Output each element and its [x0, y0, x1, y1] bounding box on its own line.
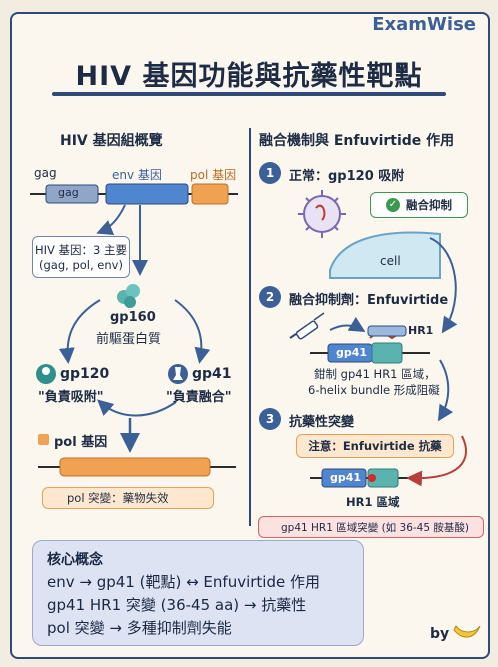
step1-title: 正常：gp120 吸附 — [289, 169, 405, 184]
hr1-label: HR1 — [408, 324, 434, 337]
pol-legend-swatch — [38, 434, 49, 445]
arrow-gp41-to-gp120 — [97, 399, 177, 417]
enfuvirtide-drug — [367, 325, 407, 337]
main-genes-box: HIV 基因：3 主要 (gag, pol, env) — [32, 236, 130, 278]
main-genes-list: (gag, pol, env) — [39, 258, 123, 272]
gag-label: gag — [34, 166, 57, 180]
arrow-gp160-to-gp41 — [174, 299, 211, 364]
arrow-gp160-to-gp120 — [58, 299, 101, 364]
step1-circle — [259, 162, 281, 184]
genome-map — [30, 183, 238, 205]
right-heading: 融合機制與 Enfuvirtide 作用 — [259, 133, 455, 149]
gp120-desc: "負責吸附" — [38, 390, 104, 405]
gp41-desc: "負責融合" — [166, 390, 232, 405]
brand-logo: ExamWise — [372, 14, 476, 35]
step2-circle — [259, 286, 281, 308]
hiv-virus-icon — [298, 190, 346, 238]
pol-warning-box: pol 突變：藥物失效 — [42, 487, 214, 509]
pol-gene-block — [191, 183, 229, 205]
cell-label: cell — [380, 254, 401, 268]
gp41-title: gp41 — [192, 366, 232, 382]
arrow-resistance — [406, 435, 467, 487]
gag-box-label: gag — [58, 186, 79, 199]
step3-circle — [259, 408, 281, 430]
signature: by — [430, 626, 450, 642]
poster-title: HIV 基因功能與抗藥性靶點 — [75, 61, 423, 92]
mutation-dot — [368, 474, 376, 482]
column-divider — [249, 128, 251, 526]
note-box: 注意：Enfuvirtide 抗藥 — [296, 434, 454, 458]
hr1-region-label: HR1 區域 — [346, 495, 400, 509]
left-heading: HIV 基因組概覽 — [60, 133, 163, 149]
step2-number: 2 — [265, 290, 275, 304]
gp160-icon — [117, 284, 140, 308]
main-genes-title: HIV 基因：3 主要 — [34, 243, 128, 257]
step2-title: 融合抑制劑：Enfuvirtide — [289, 293, 449, 308]
gp41-bar-label: gp41 — [336, 346, 368, 359]
pol-warning-text: pol 突變：藥物失效 — [67, 491, 169, 505]
mutation-warning-box: gp41 HR1 區域突變 (如 36-45 胺基酸) — [258, 516, 484, 538]
core-line-2: gp41 HR1 突變 (36-45 aa) → 抗藥性 — [47, 596, 307, 614]
host-cell — [329, 231, 441, 279]
hr1-segment — [371, 342, 403, 364]
arrow-step1-to-step2 — [429, 237, 458, 334]
step3-number: 3 — [265, 412, 275, 426]
arrow-drug-to-target — [329, 316, 366, 333]
env-label: env 基因 — [112, 168, 162, 182]
gp120-title: gp120 — [60, 366, 110, 382]
step1-number: 1 — [265, 166, 275, 180]
step2-desc-line2: 6-helix bundle 形成阻礙 — [308, 383, 440, 397]
arrow-env-to-genes — [96, 204, 126, 235]
fusion-block-text: 融合抑制 — [406, 198, 452, 212]
pol-gene-bar — [38, 457, 236, 477]
gp41-bar-step3 — [321, 468, 367, 488]
step2-desc-line1: 鉗制 gp41 HR1 區域， — [314, 367, 436, 381]
gp120-icon — [36, 364, 56, 384]
syringe-icon — [289, 312, 325, 340]
gp160-desc: 前驅蛋白質 — [96, 332, 162, 347]
step3-title: 抗藥性突變 — [289, 415, 355, 430]
title-underline — [52, 92, 446, 96]
banana-icon — [453, 625, 481, 638]
gp160-title: gp160 — [110, 310, 156, 325]
pol-gene-label: pol 基因 — [54, 435, 108, 450]
core-line-3: pol 突變 → 多種抑制劑失能 — [47, 619, 232, 637]
note-text: 注意：Enfuvirtide 抗藥 — [308, 439, 442, 453]
fusion-block-badge: ✓ 融合抑制 — [370, 192, 468, 218]
gp41-bar2-label: gp41 — [330, 471, 362, 484]
arrow-step2-to-step3 — [437, 359, 454, 422]
mutation-warning-text: gp41 HR1 區域突變 (如 36-45 胺基酸) — [281, 521, 469, 534]
core-line-1: env → gp41 (靶點) ↔ Enfuvirtide 作用 — [47, 573, 320, 591]
gp41-icon — [168, 364, 188, 384]
pol-label: pol 基因 — [190, 168, 237, 182]
check-icon: ✓ — [386, 198, 400, 212]
env-gene-block — [105, 183, 189, 205]
core-title: 核心概念 — [47, 552, 103, 568]
core-concepts-box: 核心概念 env → gp41 (靶點) ↔ Enfuvirtide 作用 gp… — [32, 540, 364, 646]
gag-gene-block — [45, 184, 99, 204]
